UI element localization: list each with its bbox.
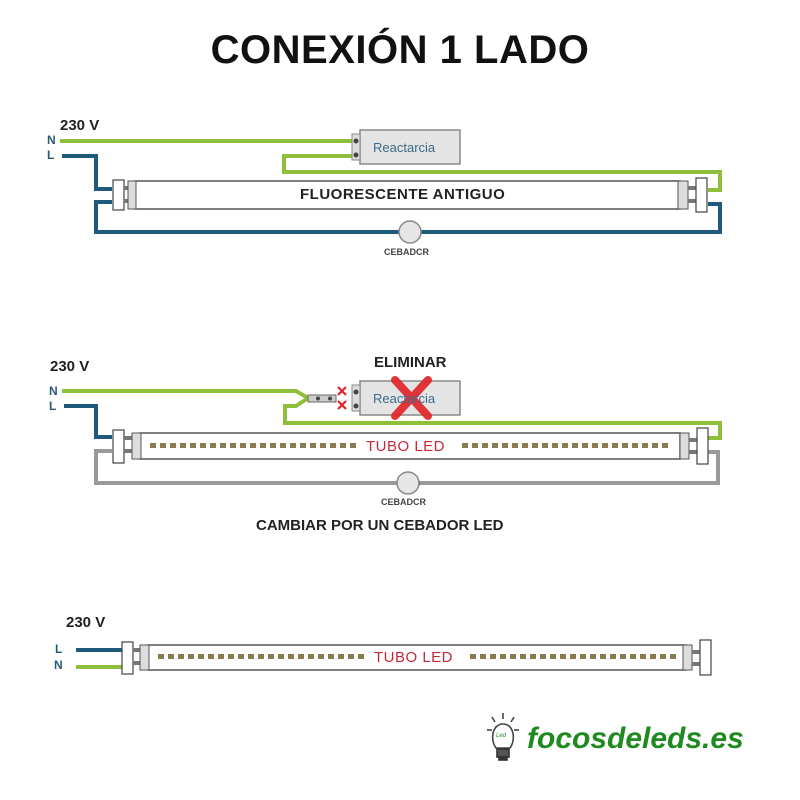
led-dots-left <box>150 443 356 448</box>
remove-x-icon <box>391 376 432 420</box>
wire-label-l: L <box>55 642 63 656</box>
starter-label: CEBADCR <box>384 247 429 257</box>
wire-label-l: L <box>47 148 55 162</box>
wire-label-n: N <box>49 384 58 398</box>
led-dots-right <box>462 443 668 448</box>
brand-name: focosdeleds.es <box>527 722 744 755</box>
tube-label: TUBO LED <box>374 649 454 666</box>
replace-starter-note: CAMBIAR POR UN CEBADOR LED <box>256 517 504 534</box>
voltage-label: 230 V <box>66 614 106 631</box>
remove-label: ELIMINAR <box>374 354 447 371</box>
tube-label: FLUORESCENTE ANTIGUO <box>300 186 506 203</box>
disconnect-marks <box>337 386 347 410</box>
ballast-label: Reactarcia <box>373 140 436 155</box>
svg-text:Led: Led <box>496 733 507 739</box>
starter-label: CEBADCR <box>381 497 426 507</box>
wire-label-n: N <box>47 133 56 147</box>
wire-label-n: N <box>54 658 63 672</box>
voltage-label: 230 V <box>60 117 100 134</box>
ballast-label: Reactarcia <box>373 391 436 406</box>
led-dots-right <box>470 654 676 659</box>
led-dots-left <box>158 654 364 659</box>
wire-label-l: L <box>49 399 57 413</box>
page-title: CONEXIÓN 1 LADO <box>210 28 590 72</box>
voltage-label: 230 V <box>50 358 90 375</box>
tube-label: TUBO LED <box>366 438 446 455</box>
